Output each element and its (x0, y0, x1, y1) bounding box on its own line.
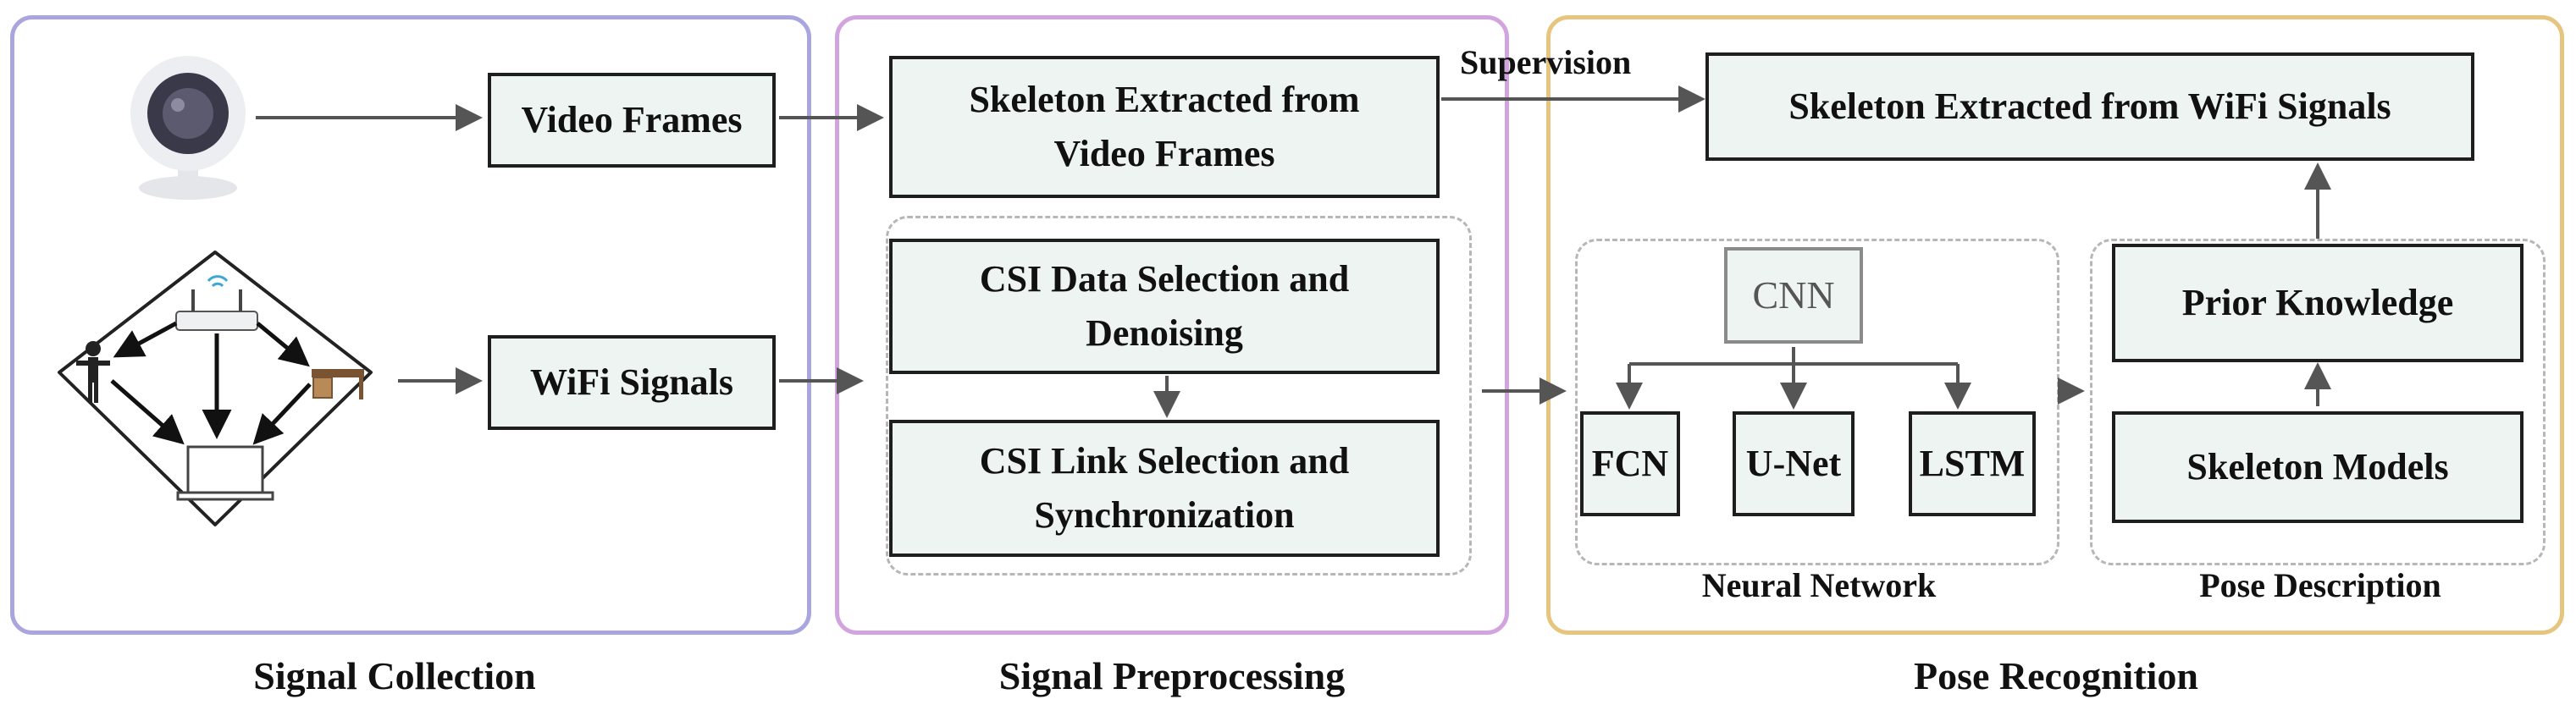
cnn-label: CNN (1752, 273, 1835, 317)
wifi-signals-box: WiFi Signals (488, 335, 776, 430)
csi-link-label-line2: Synchronization (1034, 494, 1295, 536)
skeleton-wifi-box: Skeleton Extracted from WiFi Signals (1705, 52, 2474, 161)
csi-denoise-box: CSI Data Selection and Denoising (889, 239, 1440, 374)
csi-denoise-label-line1: CSI Data Selection and (979, 258, 1350, 300)
skeleton-video-label-line1: Skeleton Extracted from (969, 79, 1360, 120)
supervision-label: Supervision (1460, 43, 1632, 81)
webcam-icon (130, 56, 246, 200)
signal-collection-panel (10, 15, 811, 635)
neural-network-label: Neural Network (1701, 566, 1937, 604)
csi-link-label-line1: CSI Link Selection and (979, 440, 1350, 482)
lstm-label: LSTM (1919, 443, 2026, 484)
lstm-box: LSTM (1909, 411, 2036, 516)
unet-label: U-Net (1745, 443, 1842, 484)
signal-preprocessing-title: Signal Preprocessing (998, 654, 1346, 697)
csi-processing-group (886, 216, 1472, 576)
fcn-label: FCN (1591, 443, 1669, 484)
csi-link-box: CSI Link Selection and Synchronization (889, 420, 1440, 557)
prior-knowledge-label: Prior Knowledge (2181, 282, 2454, 323)
prior-knowledge-box: Prior Knowledge (2112, 244, 2523, 362)
fcn-box: FCN (1580, 411, 1680, 516)
pose-description-label: Pose Description (2199, 566, 2441, 604)
signal-preprocessing-panel (835, 15, 1509, 635)
wifi-sensing-scene-icon (58, 251, 373, 526)
pose-recognition-title: Pose Recognition (1913, 654, 2199, 697)
video-frames-label: Video Frames (521, 99, 743, 140)
pose-description-group (2090, 239, 2546, 565)
pose-recognition-panel (1546, 15, 2564, 635)
skeleton-video-label-line2: Video Frames (1053, 133, 1275, 174)
skeleton-models-box: Skeleton Models (2112, 411, 2523, 523)
wifi-signals-label: WiFi Signals (529, 361, 734, 403)
skeleton-models-label: Skeleton Models (2186, 446, 2449, 487)
signal-collection-title: Signal Collection (253, 654, 536, 697)
skeleton-wifi-label: Skeleton Extracted from WiFi Signals (1788, 85, 2391, 127)
csi-denoise-label-line2: Denoising (1086, 312, 1243, 354)
cnn-box: CNN (1724, 247, 1863, 344)
unet-box: U-Net (1733, 411, 1855, 516)
video-frames-box: Video Frames (488, 73, 776, 168)
skeleton-video-box: Skeleton Extracted from Video Frames (889, 56, 1440, 198)
